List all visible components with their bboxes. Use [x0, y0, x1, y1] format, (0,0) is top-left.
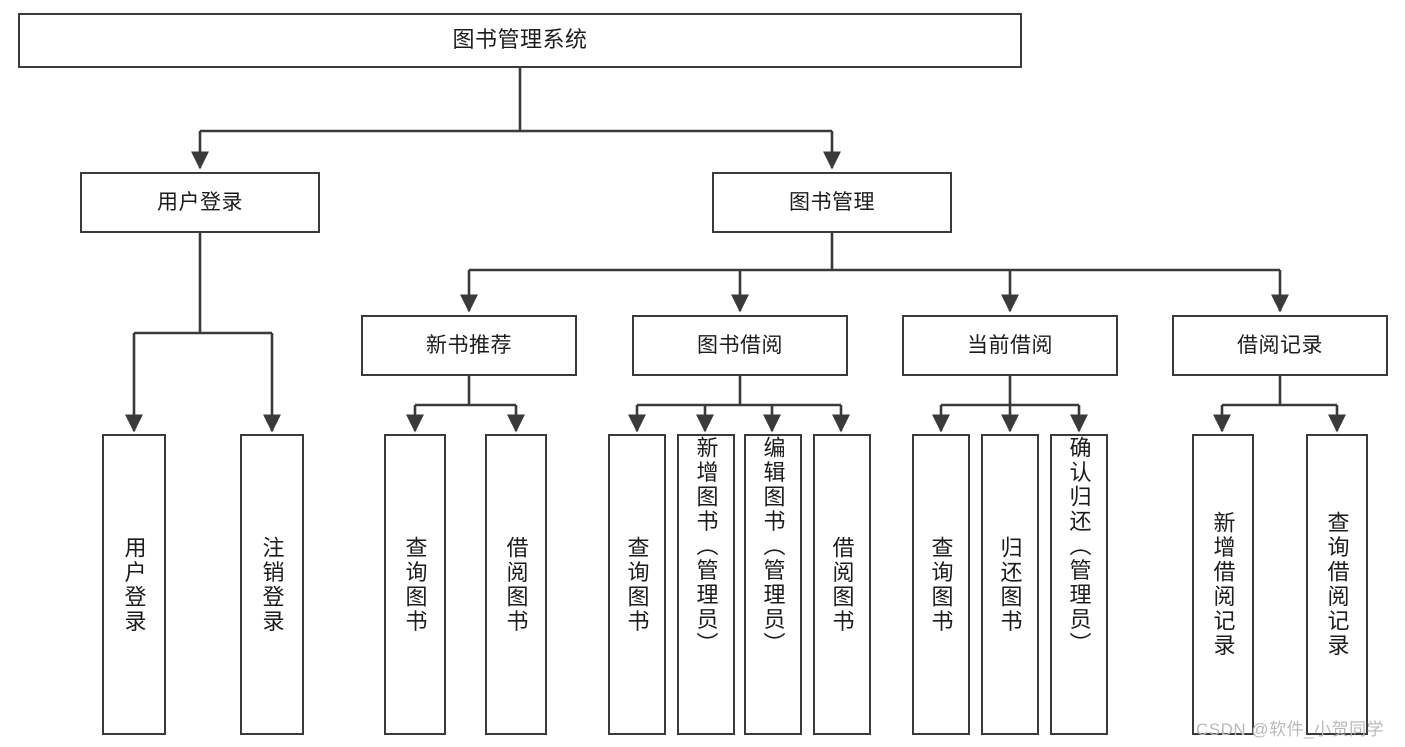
node-label: 用户登录 [121, 535, 147, 634]
node-label: 借阅图书 [503, 535, 529, 634]
leaf-current-confirm-return-admin[interactable]: 确认归还（管理员） [1050, 434, 1108, 735]
leaf-borrow-borrow-book[interactable]: 借阅图书 [813, 434, 871, 735]
node-user-login[interactable]: 用户登录 [80, 172, 320, 233]
node-label: 当前借阅 [967, 333, 1053, 357]
leaf-record-query-record[interactable]: 查询借阅记录 [1306, 434, 1368, 735]
node-book-management[interactable]: 图书管理 [712, 172, 952, 233]
leaf-record-add-record[interactable]: 新增借阅记录 [1192, 434, 1254, 735]
leaf-user-login-signout[interactable]: 注销登录 [240, 434, 304, 735]
leaf-new-book-borrow[interactable]: 借阅图书 [485, 434, 547, 735]
node-label: 查询图书 [624, 535, 650, 634]
leaf-current-return-book[interactable]: 归还图书 [981, 434, 1039, 735]
node-current-borrow[interactable]: 当前借阅 [902, 315, 1118, 376]
node-root-system[interactable]: 图书管理系统 [18, 13, 1022, 68]
node-new-book-recommend[interactable]: 新书推荐 [361, 315, 577, 376]
node-label: 借阅记录 [1237, 333, 1323, 357]
node-label: 图书借阅 [697, 333, 783, 357]
node-label: 新增借阅记录 [1210, 511, 1236, 658]
leaf-borrow-edit-book-admin[interactable]: 编辑图书（管理员） [744, 434, 802, 735]
node-label: 借阅图书 [829, 535, 855, 634]
node-label: 查询图书 [928, 535, 954, 634]
node-borrow-record[interactable]: 借阅记录 [1172, 315, 1388, 376]
node-label: 用户登录 [157, 190, 243, 214]
watermark-text: CSDN @软件_小贺同学 [1196, 720, 1385, 739]
leaf-borrow-add-book-admin[interactable]: 新增图书（管理员） [677, 434, 735, 735]
node-label: 新增图书（管理员） [693, 436, 719, 657]
node-label: 注销登录 [259, 535, 285, 634]
node-label: 查询借阅记录 [1324, 511, 1350, 658]
node-label: 编辑图书（管理员） [760, 436, 786, 657]
leaf-user-login-signin[interactable]: 用户登录 [102, 434, 166, 735]
node-label: 图书管理系统 [452, 27, 588, 53]
leaf-new-book-query[interactable]: 查询图书 [384, 434, 446, 735]
leaf-borrow-query-book[interactable]: 查询图书 [608, 434, 666, 735]
node-label: 图书管理 [789, 190, 875, 214]
leaf-current-query-book[interactable]: 查询图书 [912, 434, 970, 735]
node-label: 确认归还（管理员） [1066, 436, 1092, 657]
node-label: 归还图书 [997, 535, 1023, 634]
node-label: 查询图书 [402, 535, 428, 634]
node-label: 新书推荐 [426, 333, 512, 357]
node-book-borrow[interactable]: 图书借阅 [632, 315, 848, 376]
